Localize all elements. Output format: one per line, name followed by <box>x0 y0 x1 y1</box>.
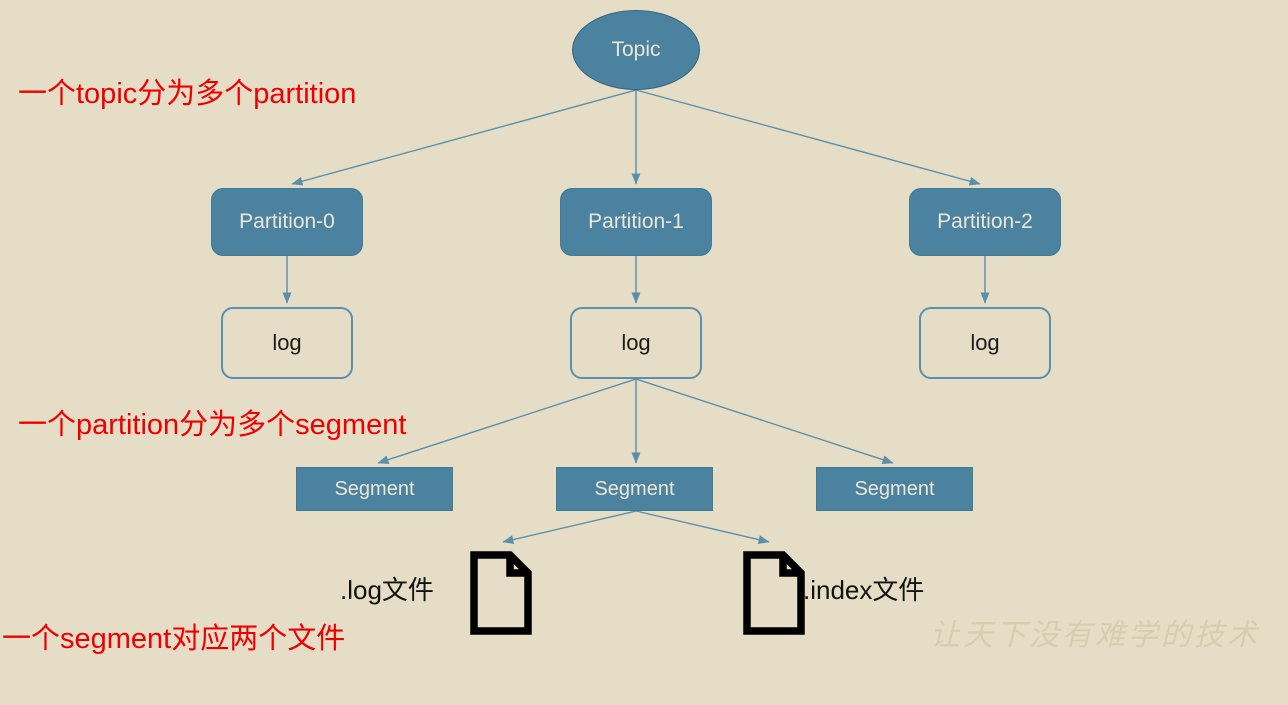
node-log-2[interactable]: log <box>919 307 1051 379</box>
index-file-label: .index文件 <box>803 575 925 605</box>
node-partition-2[interactable]: Partition-2 <box>909 188 1061 256</box>
node-log-0-label: log <box>272 330 302 355</box>
node-segment-2-label: Segment <box>854 477 935 500</box>
node-log-2-label: log <box>970 330 1000 355</box>
node-log-1-label: log <box>621 330 651 355</box>
node-log-1[interactable]: log <box>570 307 702 379</box>
node-segment-0-label: Segment <box>334 477 415 500</box>
edge-topic-to-partition-2 <box>635 89 981 186</box>
node-topic-label: Topic <box>611 38 661 61</box>
node-log-0[interactable]: log <box>221 307 353 379</box>
node-partition-1-label: Partition-1 <box>588 210 684 233</box>
edge-log-1-to-segment-0 <box>377 378 637 465</box>
node-segment-2[interactable]: Segment <box>816 467 973 511</box>
annotation-partition-segment: 一个partition分为多个segment <box>18 409 407 441</box>
node-partition-1[interactable]: Partition-1 <box>560 188 712 256</box>
node-segment-0[interactable]: Segment <box>296 467 453 511</box>
node-partition-0[interactable]: Partition-0 <box>211 188 363 256</box>
node-segment-1[interactable]: Segment <box>556 467 713 511</box>
edge-segment-1-to-log-file <box>502 510 637 544</box>
file-document-icon <box>743 551 805 635</box>
annotation-segment-files: 一个segment对应两个文件 <box>2 623 346 655</box>
log-file-label: .log文件 <box>340 575 434 605</box>
edge-log-1-to-segment-2 <box>635 378 894 464</box>
node-partition-0-label: Partition-0 <box>239 210 335 233</box>
edge-segment-1-to-index-file <box>635 510 770 544</box>
node-segment-1-label: Segment <box>594 477 675 500</box>
watermark: 让天下没有难学的技术 <box>930 619 1260 652</box>
file-document-icon <box>470 551 532 635</box>
node-partition-2-label: Partition-2 <box>937 210 1033 233</box>
annotation-topic-partition: 一个topic分为多个partition <box>18 78 357 110</box>
node-topic[interactable]: Topic <box>572 10 700 90</box>
